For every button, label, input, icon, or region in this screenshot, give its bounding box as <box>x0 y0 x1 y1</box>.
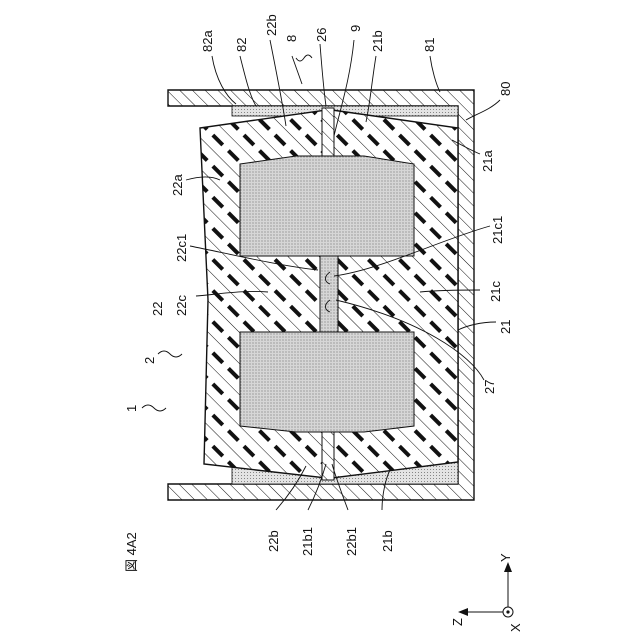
label-22c: 22c <box>174 295 189 316</box>
axis-label-y: Y <box>498 553 513 562</box>
label-26: 26 <box>314 28 329 42</box>
label-21b-bottom: 21b <box>380 530 395 552</box>
label-82: 82 <box>234 38 249 52</box>
label-22b-bottom: 22b <box>266 530 281 552</box>
label-22c1: 22c1 <box>174 234 189 262</box>
label-22a: 22a <box>170 174 185 196</box>
label-82a: 82a <box>200 30 215 52</box>
squiggle-8 <box>296 55 312 61</box>
label-21: 21 <box>498 320 513 334</box>
axis-triad: Y Z X <box>450 553 523 632</box>
label-81: 81 <box>422 38 437 52</box>
label-21b-top: 21b <box>370 30 385 52</box>
label-21b1: 21b1 <box>300 527 315 556</box>
label-21c1: 21c1 <box>490 216 505 244</box>
neck-27 <box>320 256 338 332</box>
label-22: 22 <box>150 302 165 316</box>
label-22b1: 22b1 <box>344 527 359 556</box>
label-21c: 21c <box>488 281 503 302</box>
axis-label-z: Z <box>450 618 465 626</box>
label-22b-top: 22b <box>264 14 279 36</box>
label-80: 80 <box>498 82 513 96</box>
figure-caption: 図 4A2 <box>124 532 139 572</box>
squiggle-1 <box>142 405 166 411</box>
axis-label-x: X <box>508 623 523 632</box>
label-9: 9 <box>348 25 363 32</box>
label-8: 8 <box>284 35 299 42</box>
label-21a: 21a <box>480 150 495 172</box>
label-27: 27 <box>482 380 497 394</box>
label-2: 2 <box>142 357 157 364</box>
label-1: 1 <box>124 405 139 412</box>
cavity-lower <box>240 332 414 432</box>
cavity-upper <box>240 156 414 268</box>
squiggle-2 <box>158 351 182 357</box>
